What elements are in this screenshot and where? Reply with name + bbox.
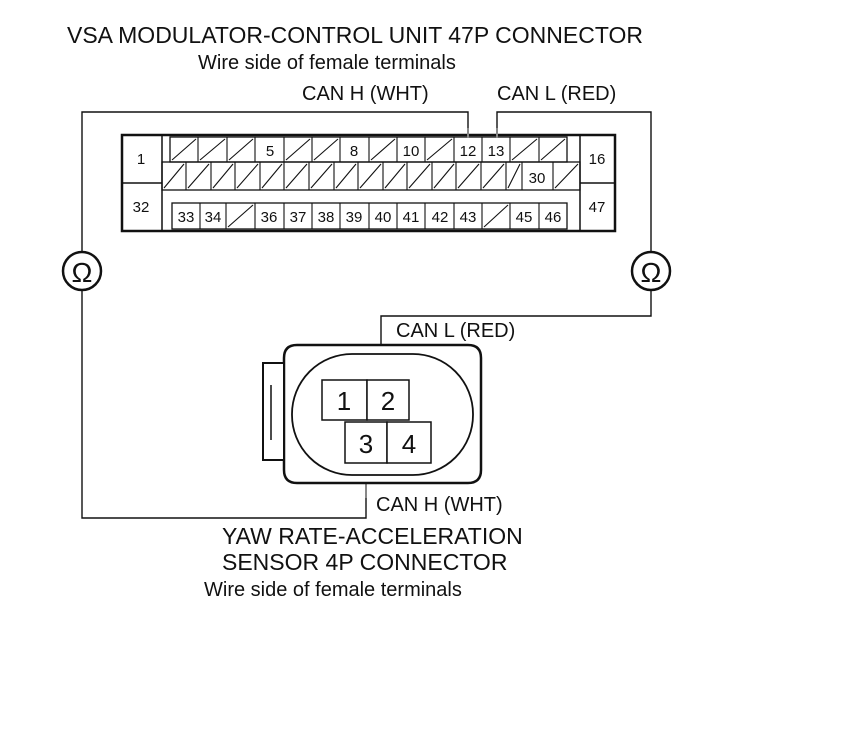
ecu-pin-34: 34 (205, 209, 222, 226)
ecu-middle-row (163, 162, 579, 190)
ecu-pin-45: 45 (516, 209, 533, 226)
ohmmeter-left: Ω (61, 250, 103, 292)
sensor-pin-3: 3 (359, 429, 373, 459)
ecu-can-h-label: CAN H (WHT) (302, 83, 429, 105)
ecu-pin-8: 8 (350, 143, 358, 160)
sensor-pin-1: 1 (337, 386, 351, 416)
sensor-4p-connector (262, 343, 483, 485)
ecu-pin-30: 30 (529, 170, 546, 187)
ohmmeter-right: Ω (630, 250, 672, 292)
sensor-pin-2: 2 (381, 386, 395, 416)
ecu-pin-40: 40 (375, 209, 392, 226)
sensor-can-h-label: CAN H (WHT) (376, 494, 503, 516)
ecu-pin-43: 43 (460, 209, 477, 226)
ohm-icon: Ω (641, 257, 662, 288)
ecu-pin-5: 5 (266, 143, 274, 160)
ecu-47p-connector (120, 133, 617, 233)
ecu-pin-32: 32 (133, 199, 150, 216)
ecu-lower-row (199, 203, 540, 229)
sensor-can-l-label: CAN L (RED) (396, 320, 516, 342)
ecu-upper-row-slashes (171, 138, 566, 161)
ecu-pin-39: 39 (346, 209, 363, 226)
ecu-pin-42: 42 (432, 209, 449, 226)
ecu-pin-12: 12 (460, 143, 477, 160)
sensor-pin-4: 4 (402, 429, 416, 459)
ecu-pin-37: 37 (290, 209, 307, 226)
ecu-pin-16: 16 (589, 151, 606, 168)
sensor-connector-title-line1: YAW RATE-ACCELERATION (222, 523, 523, 549)
ecu-pin-46: 46 (545, 209, 562, 226)
ecu-pin-33: 33 (178, 209, 195, 226)
ecu-connector-subtitle: Wire side of female terminals (198, 52, 456, 74)
ecu-pin-1: 1 (137, 151, 145, 168)
ecu-pin-13: 13 (488, 143, 505, 160)
can-l-wire (496, 111, 652, 252)
sensor-pin-numbers: 1 2 3 4 (337, 386, 416, 459)
ohm-icon: Ω (72, 257, 93, 288)
ecu-pin-41: 41 (403, 209, 420, 226)
sensor-connector-subtitle: Wire side of female terminals (204, 579, 462, 601)
ecu-pin-10: 10 (403, 143, 420, 160)
ecu-pin-numbers: 1 5 8 10 12 13 16 30 32 33 34 36 37 38 3… (133, 143, 606, 226)
ecu-pin-47: 47 (589, 199, 606, 216)
sensor-connector-title-line2: SENSOR 4P CONNECTOR (222, 549, 508, 575)
ecu-connector-title: VSA MODULATOR-CONTROL UNIT 47P CONNECTOR (67, 22, 643, 48)
ecu-pin-38: 38 (318, 209, 335, 226)
ecu-pin-36: 36 (261, 209, 278, 226)
can-h-wire (81, 111, 469, 252)
ecu-can-l-label: CAN L (RED) (497, 83, 617, 105)
ecu-upper-row-dividers (197, 137, 540, 162)
